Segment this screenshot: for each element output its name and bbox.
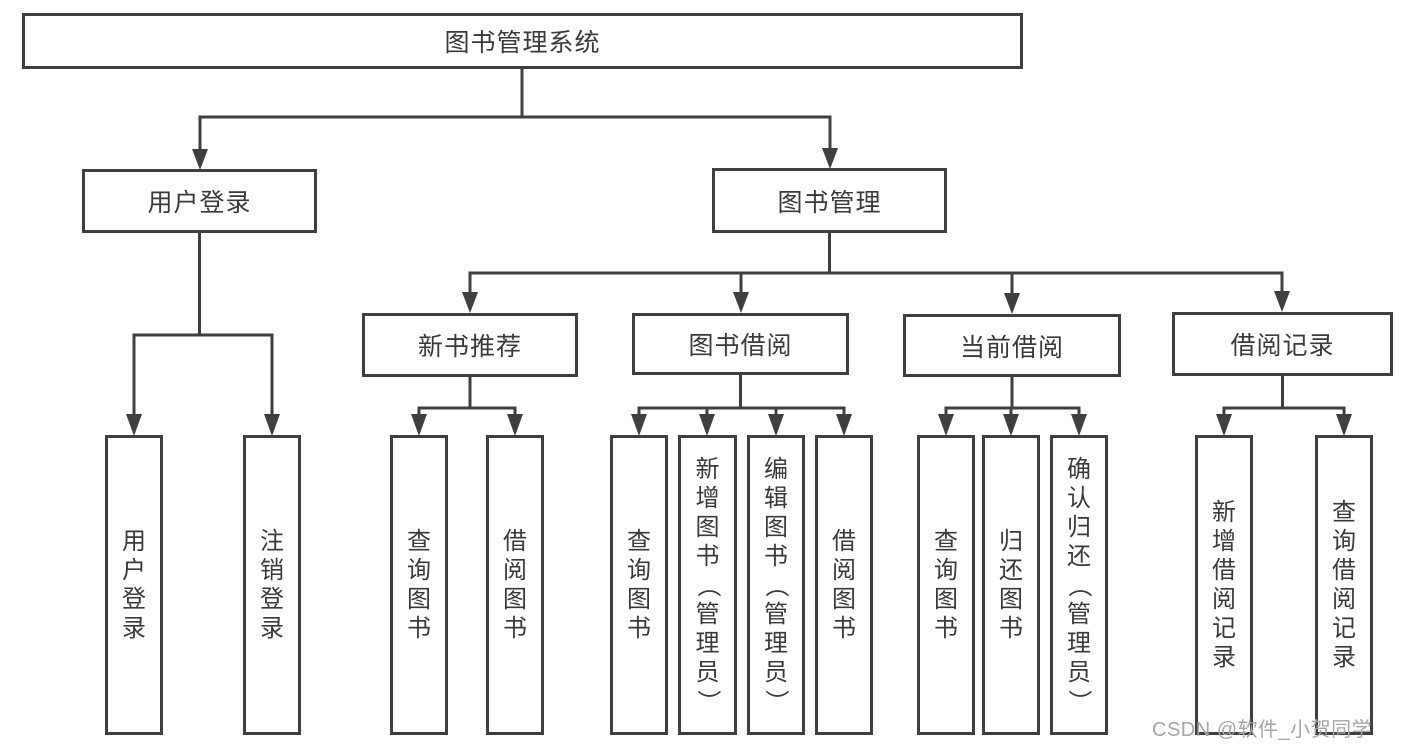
leaf-return-book: 归还图书 — [982, 435, 1040, 735]
leaf-user-login: 用户登录 — [105, 435, 163, 735]
leaf-label: 注销登录 — [260, 528, 284, 642]
connector-root-to-level2 — [192, 69, 838, 170]
leaf-label: 查询图书 — [934, 528, 958, 642]
leaf-query-book: 查询图书 — [917, 435, 975, 735]
node-label: 当前借阅 — [959, 333, 1064, 362]
node-label: 新书推荐 — [417, 333, 522, 361]
connector-borrowrecords-to-leaves — [1216, 376, 1352, 436]
node-user-login: 用户登录 — [82, 169, 317, 233]
leaf-borrow-book: 借阅图书 — [486, 435, 544, 735]
node-label: 图书管理 — [777, 188, 882, 217]
leaf-edit-book-admin: 编辑图书（管理员） — [747, 435, 805, 735]
leaf-label: 新增图书（管理员） — [694, 455, 721, 714]
connector-userlogin-to-leaves — [126, 233, 280, 436]
leaf-label: 用户登录 — [122, 528, 146, 642]
leaf-label: 编辑图书（管理员） — [762, 455, 790, 714]
leaf-label: 查询图书 — [627, 528, 651, 642]
leaf-borrow-book: 借阅图书 — [815, 435, 873, 735]
leaf-confirm-return-admin: 确认归还（管理员） — [1050, 435, 1108, 735]
node-label: 图书借阅 — [688, 332, 793, 360]
leaf-label: 新增借阅记录 — [1212, 499, 1236, 671]
leaf-label: 查询图书 — [407, 528, 431, 642]
node-label: 图书管理系统 — [444, 29, 601, 57]
connector-bookmgmt-to-level3 — [462, 233, 1290, 314]
node-book-borrow: 图书借阅 — [632, 313, 849, 375]
leaf-label: 借阅图书 — [503, 528, 527, 642]
node-label: 借阅记录 — [1230, 332, 1335, 360]
node-borrow-records: 借阅记录 — [1172, 312, 1393, 376]
leaf-logout: 注销登录 — [243, 435, 301, 735]
leaf-add-book-admin: 新增图书（管理员） — [678, 435, 737, 735]
connector-bookborrow-to-leaves — [631, 375, 852, 436]
node-library-management-system: 图书管理系统 — [22, 13, 1023, 69]
connector-currentborrow-to-leaves — [938, 377, 1087, 436]
leaf-query-book: 查询图书 — [390, 435, 448, 735]
leaf-label: 确认归还（管理员） — [1065, 455, 1093, 714]
node-current-borrow: 当前借阅 — [903, 314, 1121, 377]
leaf-label: 借阅图书 — [832, 528, 856, 642]
leaf-add-borrow-record: 新增借阅记录 — [1195, 435, 1253, 735]
leaf-query-book: 查询图书 — [610, 435, 668, 735]
leaf-query-borrow-record: 查询借阅记录 — [1315, 435, 1373, 735]
node-label: 用户登录 — [147, 189, 252, 217]
connector-newbook-to-leaves — [411, 377, 523, 436]
csdn-watermark: CSDN @软件_小贺同学 — [1152, 719, 1373, 741]
node-book-management: 图书管理 — [712, 168, 947, 233]
node-new-book-recommend: 新书推荐 — [362, 313, 578, 377]
leaf-label: 查询借阅记录 — [1332, 499, 1356, 671]
leaf-label: 归还图书 — [999, 528, 1023, 642]
